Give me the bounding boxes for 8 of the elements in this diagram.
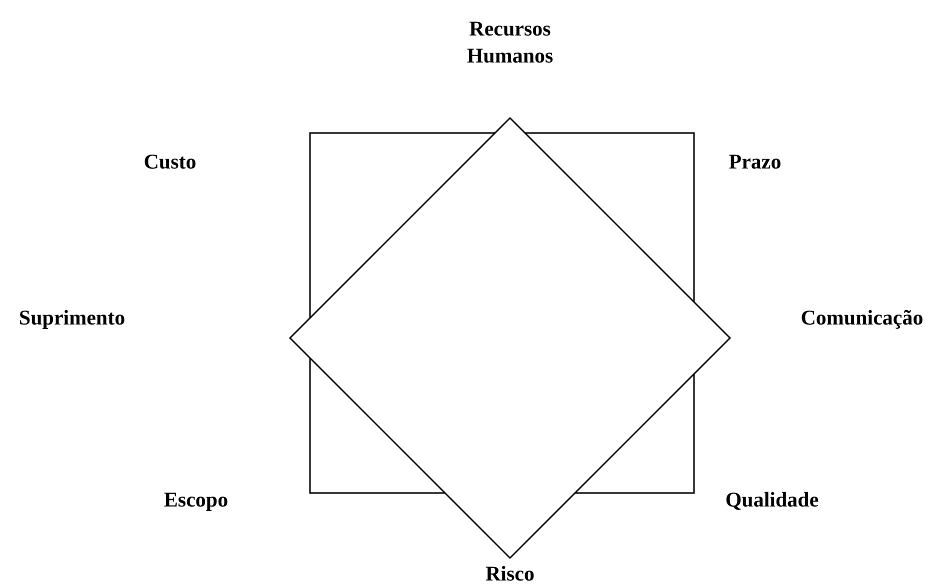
category-label: Prazo — [728, 148, 782, 176]
category-label: Suprimento — [18, 304, 126, 332]
category-label: Escopo — [164, 486, 228, 514]
category-label: Risco — [486, 560, 534, 587]
category-label: Recursos Humanos — [466, 16, 554, 70]
category-label: Qualidade — [725, 486, 819, 514]
category-label: Custo — [144, 148, 196, 176]
category-label: Comunicação — [800, 304, 924, 332]
